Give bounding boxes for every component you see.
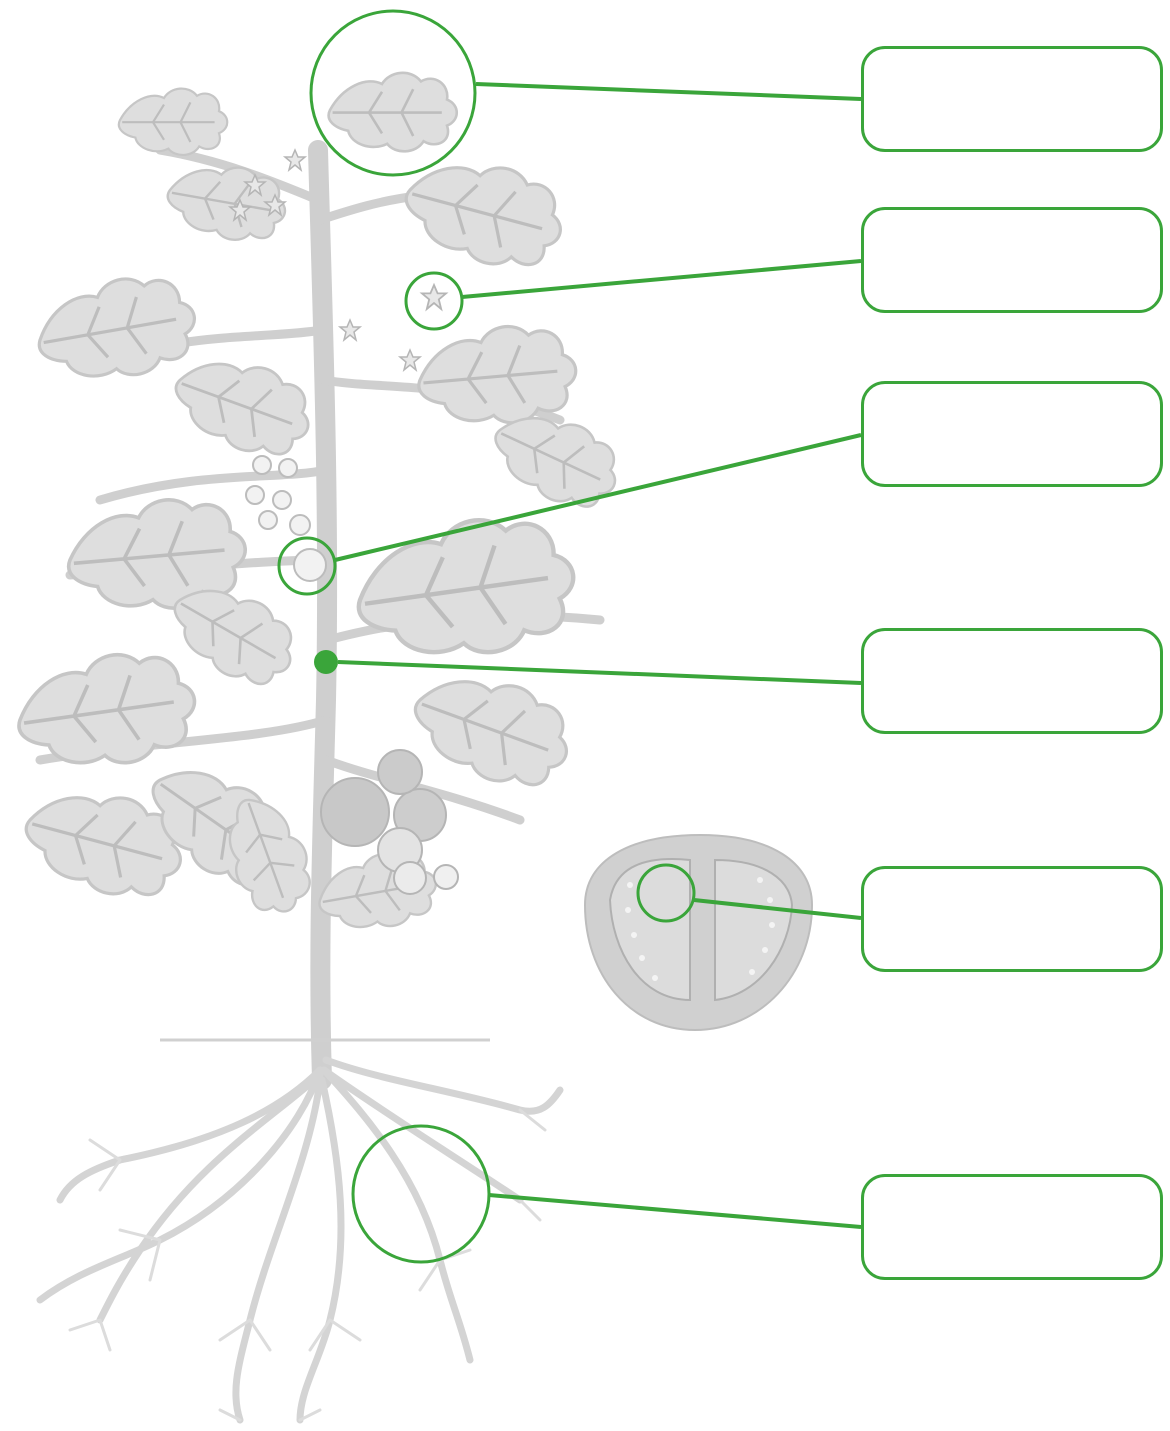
connector-line-flower: [461, 259, 862, 299]
label-box-flower[interactable]: [861, 207, 1163, 313]
label-box-seed[interactable]: [861, 866, 1163, 972]
callout-circle-seed: [636, 863, 696, 923]
label-box-root[interactable]: [861, 1174, 1163, 1280]
label-box-fruit-bud[interactable]: [861, 381, 1163, 487]
callout-circle-fruit-bud: [277, 536, 337, 596]
label-box-leaf[interactable]: [861, 46, 1163, 152]
callout-dot-stem: [314, 650, 338, 674]
label-box-stem[interactable]: [861, 628, 1163, 734]
connector-line-seed: [693, 898, 862, 920]
connector-line-leaf: [475, 82, 862, 101]
callouts: [277, 9, 862, 1264]
callout-circle-leaf: [309, 9, 477, 177]
connector-line-root: [488, 1193, 862, 1229]
tomato-cross-section: [583, 833, 814, 1032]
connector-line-fruit-bud: [334, 433, 862, 562]
callout-circle-root: [351, 1124, 491, 1264]
plant-illustration: [9, 71, 632, 1424]
callout-circle-flower: [404, 271, 464, 331]
connector-line-stem: [337, 660, 862, 685]
